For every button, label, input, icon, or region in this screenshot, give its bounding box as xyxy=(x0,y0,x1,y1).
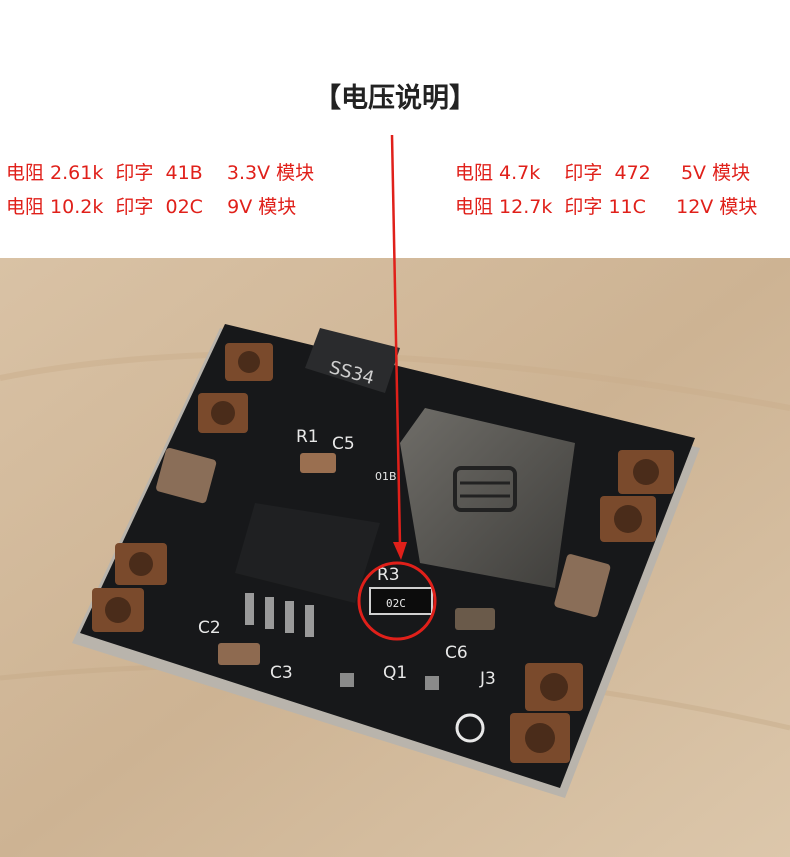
spec-5v: 电阻 4.7k 印字 472 5V 模块 xyxy=(455,162,751,184)
pad-q1 xyxy=(340,673,354,687)
diode-ss34: SS34 xyxy=(305,328,400,393)
page-title: 【电压说明】 xyxy=(314,83,476,114)
capacitor-left xyxy=(156,447,217,504)
capacitor-c5 xyxy=(300,453,336,473)
capacitor-right xyxy=(554,554,611,618)
pad-q1b xyxy=(425,676,439,690)
resistor-r3: 02C xyxy=(369,587,433,615)
left-pads xyxy=(92,343,273,632)
label-c2: C2 xyxy=(198,618,221,638)
label-c5: C5 xyxy=(332,434,355,454)
spec-3v3: 电阻 2.61k 印字 41B 3.3V 模块 xyxy=(6,162,315,184)
spec-12v: 电阻 12.7k 印字 11C 12V 模块 xyxy=(455,196,758,218)
label-r1: R1 xyxy=(296,427,319,447)
inductor xyxy=(400,408,575,588)
resistor-code: 02C xyxy=(386,597,406,610)
capacitor-c3 xyxy=(218,643,260,665)
mounting-hole xyxy=(455,713,485,743)
ic-chip xyxy=(235,503,380,637)
label-c3: C3 xyxy=(270,663,293,683)
right-pads xyxy=(510,450,674,763)
capacitor-c6 xyxy=(455,608,495,630)
label-r3: R3 xyxy=(377,565,400,585)
pcb-photo: SS34 02C R1 C5 R3 C2 C3 C6 Q1 J3 01B xyxy=(0,258,790,857)
label-j3: J3 xyxy=(479,669,496,689)
highlight-circle xyxy=(357,561,437,641)
spec-9v: 电阻 10.2k 印字 02C 9V 模块 xyxy=(6,196,297,218)
label-q1: Q1 xyxy=(383,663,407,683)
label-c6: C6 xyxy=(445,643,468,663)
label-chip: 01B xyxy=(375,470,397,483)
